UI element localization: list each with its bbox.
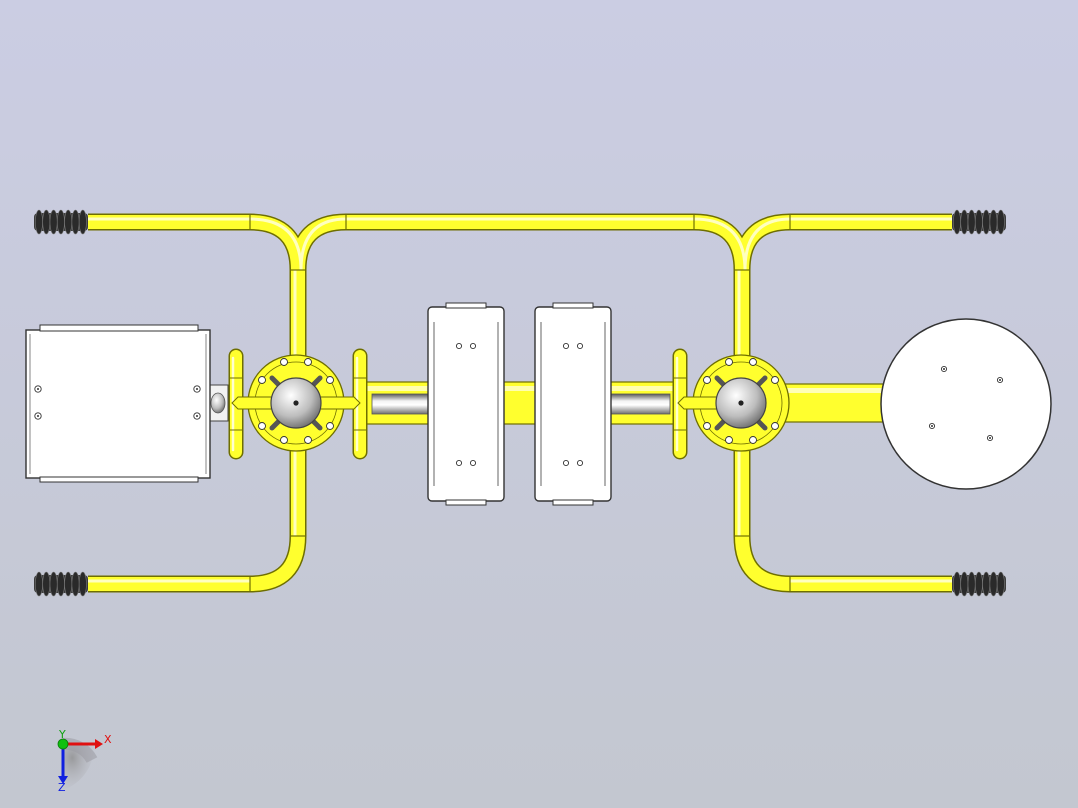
z-axis-label: Z xyxy=(58,781,66,794)
y-axis-label: Y xyxy=(58,728,66,741)
handle-grips[interactable] xyxy=(34,209,1006,597)
grip-top-right[interactable] xyxy=(952,209,1006,235)
coordinate-triad-icon[interactable]: X Y Z xyxy=(57,728,112,794)
x-axis-label: X xyxy=(104,733,112,746)
center-block-right[interactable] xyxy=(534,302,612,506)
grip-top-left[interactable] xyxy=(34,209,88,235)
right-disc[interactable] xyxy=(880,318,1052,490)
right-hub-assembly[interactable] xyxy=(677,354,790,452)
grip-bottom-right[interactable] xyxy=(952,571,1006,597)
left-control-box[interactable] xyxy=(25,324,229,483)
left-hub-assembly[interactable] xyxy=(231,354,361,452)
center-block-left[interactable] xyxy=(427,302,505,506)
grip-bottom-left[interactable] xyxy=(34,571,88,597)
